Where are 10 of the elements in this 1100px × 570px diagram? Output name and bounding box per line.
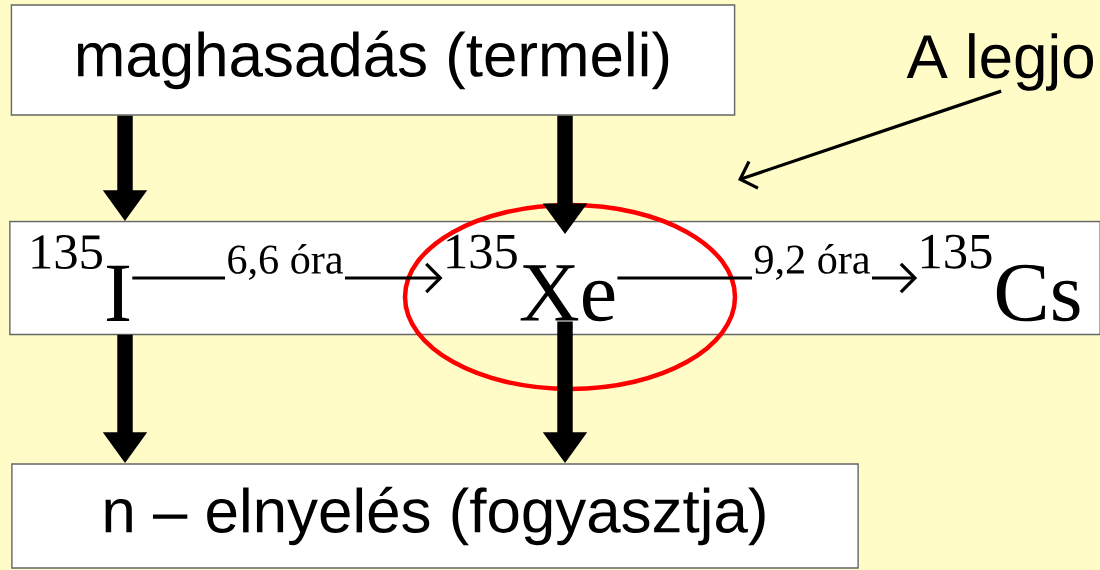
text-box: maghasadás (termeli) (10, 4, 736, 116)
edge-label: 9,2 óra (754, 244, 870, 280)
edge-label: 6,6 óra (228, 244, 343, 280)
band-box (9, 220, 1100, 336)
callout-text: A legjo (906, 33, 1093, 91)
text-box: n – elnyelés (fogyasztja) (11, 463, 859, 569)
arrow (738, 89, 1002, 190)
nuclide-label: 135Xe (447, 234, 615, 322)
nuclide-label: 135Cs (921, 234, 1080, 322)
nuclide-label: 135I (32, 235, 130, 321)
